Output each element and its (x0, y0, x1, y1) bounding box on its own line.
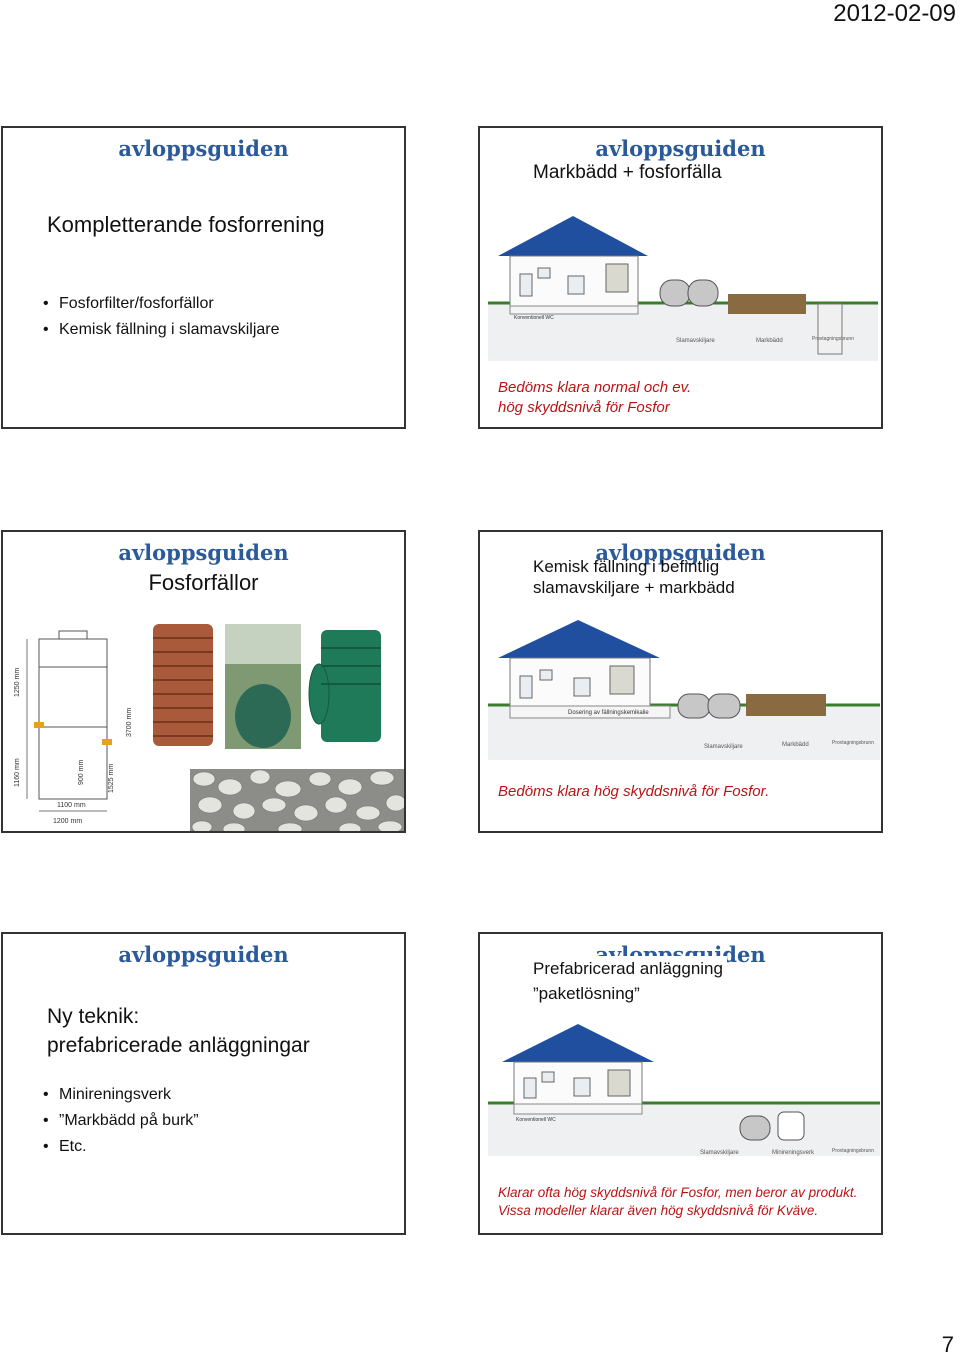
diagram-label: Dosering av fällningskemikalie (568, 710, 649, 716)
house-system-diagram: Konventionell WC Slamavskiljare Markbädd… (488, 216, 878, 361)
note-line: Bedöms klara normal och ev. (498, 378, 691, 398)
diagram-label: Konventionell WC (514, 315, 554, 321)
diagram-label: Slamavskiljare (704, 744, 743, 750)
slide-logo: avloppsguiden (3, 540, 404, 565)
assessment-note: Bedöms klara normal och ev. hög skyddsni… (498, 378, 691, 418)
diagram-label: Slamavskiljare (676, 338, 715, 344)
slide-4: avloppsguiden Kemisk fällning i befintli… (478, 530, 883, 833)
slide-1: avloppsguiden Kompletterande fosforrenin… (1, 126, 406, 429)
bullet-item: Fosforfilter/fosforfällor (43, 291, 280, 317)
bullet-item: Kemisk fällning i slamavskiljare (43, 317, 280, 343)
bullet-list: Fosforfilter/fosforfällor Kemisk fällnin… (43, 291, 280, 343)
diagram-label: Minireningsverk (772, 1150, 815, 1156)
title-line: Prefabricerad anläggning (533, 956, 723, 981)
note-line: Vissa modeller klarar även hög skyddsniv… (498, 1202, 857, 1220)
slide-logo: avloppsguiden (480, 136, 881, 161)
dimension-label: 900 mm (78, 760, 85, 785)
slide-title: Ny teknik: prefabricerade anläggningar (47, 1002, 310, 1060)
title-line: slamavskiljare + markbädd (533, 577, 735, 598)
gravel-photo (190, 769, 406, 833)
diagram-label: Markbädd (782, 742, 809, 748)
note-line: Klarar ofta hög skyddsnivå för Fosfor, m… (498, 1184, 857, 1202)
house-system-diagram: Dosering av fällningskemikalie Slamavski… (488, 620, 880, 760)
diagram-label: Provtagningsbrunn (832, 1148, 874, 1154)
slide-2: avloppsguiden Markbädd + fosforfälla Kon… (478, 126, 883, 429)
assessment-note: Bedöms klara hög skyddsnivå för Fosfor. (498, 782, 769, 802)
diagram-label: Provtagningsbrunn (812, 336, 854, 342)
dimension-label: 1525 mm (108, 764, 115, 793)
document-date: 2012-02-09 (833, 0, 956, 28)
dimension-label: 1100 mm (57, 802, 86, 809)
dimension-label: 1250 mm (14, 668, 21, 697)
slide-title: Kompletterande fosforrening (47, 212, 325, 238)
diagram-label: Slamavskiljare (700, 1150, 739, 1156)
title-line: Kemisk fällning i befintlig (533, 556, 735, 577)
diagram-label: Markbädd (756, 338, 783, 344)
note-line: hög skyddsnivå för Fosfor (498, 398, 691, 418)
dimension-label: 3700 mm (126, 708, 133, 737)
bullet-list: Minireningsverk ”Markbädd på burk” Etc. (43, 1082, 199, 1160)
diagram-label: Konventionell WC (516, 1117, 556, 1123)
title-line: Ny teknik: (47, 1002, 310, 1031)
slide-title: Markbädd + fosforfälla (533, 162, 722, 184)
slide-title: Kemisk fällning i befintlig slamavskilja… (533, 556, 735, 598)
dimension-label: 1200 mm (53, 818, 82, 825)
slide-title: Fosforfällor (3, 570, 404, 596)
dimension-label: 1160 mm (14, 758, 21, 787)
diagram-label: Provtagningsbrunn (832, 740, 874, 746)
assessment-note: Klarar ofta hög skyddsnivå för Fosfor, m… (498, 1184, 857, 1220)
bullet-item: Etc. (43, 1134, 199, 1160)
slide-3: avloppsguiden Fosforfällor 1200 mm 1100 … (1, 530, 406, 833)
page-number: 7 (942, 1332, 954, 1358)
phosphorus-trap-photos (143, 624, 403, 749)
slide-logo: avloppsguiden (3, 136, 404, 161)
technical-drawing: 1200 mm 1100 mm 1250 mm 3700 mm 1160 mm … (9, 627, 139, 827)
bullet-item: ”Markbädd på burk” (43, 1108, 199, 1134)
slide-title: Prefabricerad anläggning ”paketlösning” (533, 956, 727, 1006)
title-line: ”paketlösning” (533, 981, 723, 1006)
slide-6: avloppsguiden Prefabricerad anläggning ”… (478, 932, 883, 1235)
bullet-item: Minireningsverk (43, 1082, 199, 1108)
slide-logo: avloppsguiden (3, 942, 404, 967)
house-system-diagram: Konventionell WC Slamavskiljare Minireni… (488, 1024, 880, 1156)
slide-5: avloppsguiden Ny teknik: prefabricerade … (1, 932, 406, 1235)
title-line: prefabricerade anläggningar (47, 1031, 310, 1060)
